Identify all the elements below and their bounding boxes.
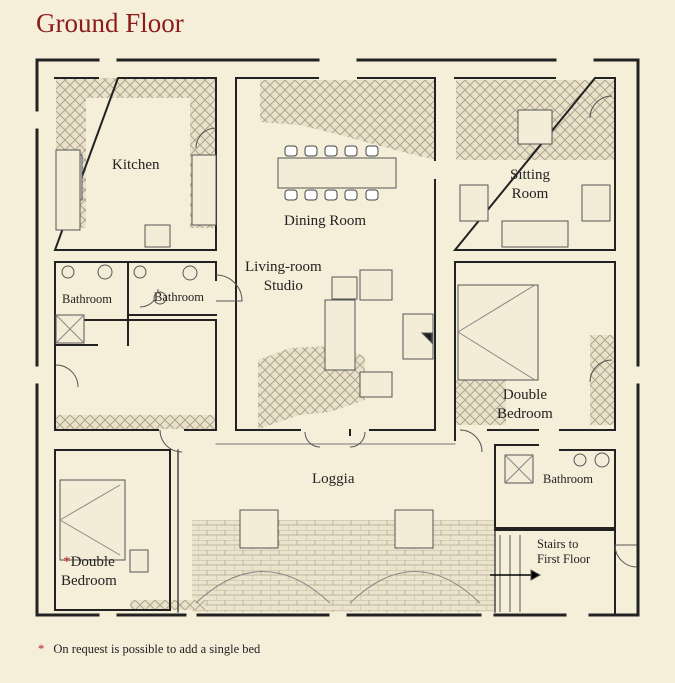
double-right-label-line1: Double xyxy=(502,387,547,403)
room-label-sitting-room: Sitting Room xyxy=(510,166,550,204)
door-swings xyxy=(55,95,638,604)
footnote-asterisk: * xyxy=(38,642,45,656)
sitting-label-line1: Sitting xyxy=(510,167,551,183)
kitchen-label: Kitchen xyxy=(112,157,160,173)
bathroom-middle-label: Bathroom xyxy=(154,290,204,304)
page-title: Ground Floor xyxy=(36,8,184,38)
living-label-line1: Living-room xyxy=(245,259,322,275)
room-label-bathroom-middle: Bathroom xyxy=(154,290,204,305)
double-left-label-line2: Bedroom xyxy=(61,573,117,589)
double-left-label-line1: Double xyxy=(70,554,115,570)
room-label-bathroom-right: Bathroom xyxy=(543,472,593,487)
footnote: * On request is possible to add a single… xyxy=(38,642,260,657)
room-label-loggia: Loggia xyxy=(312,470,355,489)
bathroom-right-label: Bathroom xyxy=(543,472,593,486)
double-right-label-line2: Bedroom xyxy=(497,406,553,422)
walls xyxy=(35,58,640,617)
dining-room-label: Dining Room xyxy=(284,213,367,229)
room-label-stairs: Stairs to First Floor xyxy=(537,537,590,567)
room-label-living-room-studio: Living-room Studio xyxy=(245,258,322,296)
room-label-kitchen: Kitchen xyxy=(112,156,159,175)
room-label-bathroom-left: Bathroom xyxy=(62,292,112,307)
stairs-label-line2: First Floor xyxy=(537,552,591,566)
furniture xyxy=(55,109,611,573)
loggia-label: Loggia xyxy=(312,471,355,487)
bathroom-left-label: Bathroom xyxy=(62,292,112,306)
sitting-label-line2: Room xyxy=(511,186,549,202)
stairs-label-line1: Stairs to xyxy=(537,537,579,551)
room-label-dining-room: Dining Room xyxy=(284,212,366,231)
room-label-double-bedroom-right: Double Bedroom xyxy=(497,386,553,424)
stairs xyxy=(490,535,542,612)
room-label-double-bedroom-left: *Double Bedroom xyxy=(61,553,117,591)
asterisk-marker: * xyxy=(63,554,71,570)
living-label-line2: Studio xyxy=(263,278,303,294)
footnote-text: On request is possible to add a single b… xyxy=(53,642,261,656)
